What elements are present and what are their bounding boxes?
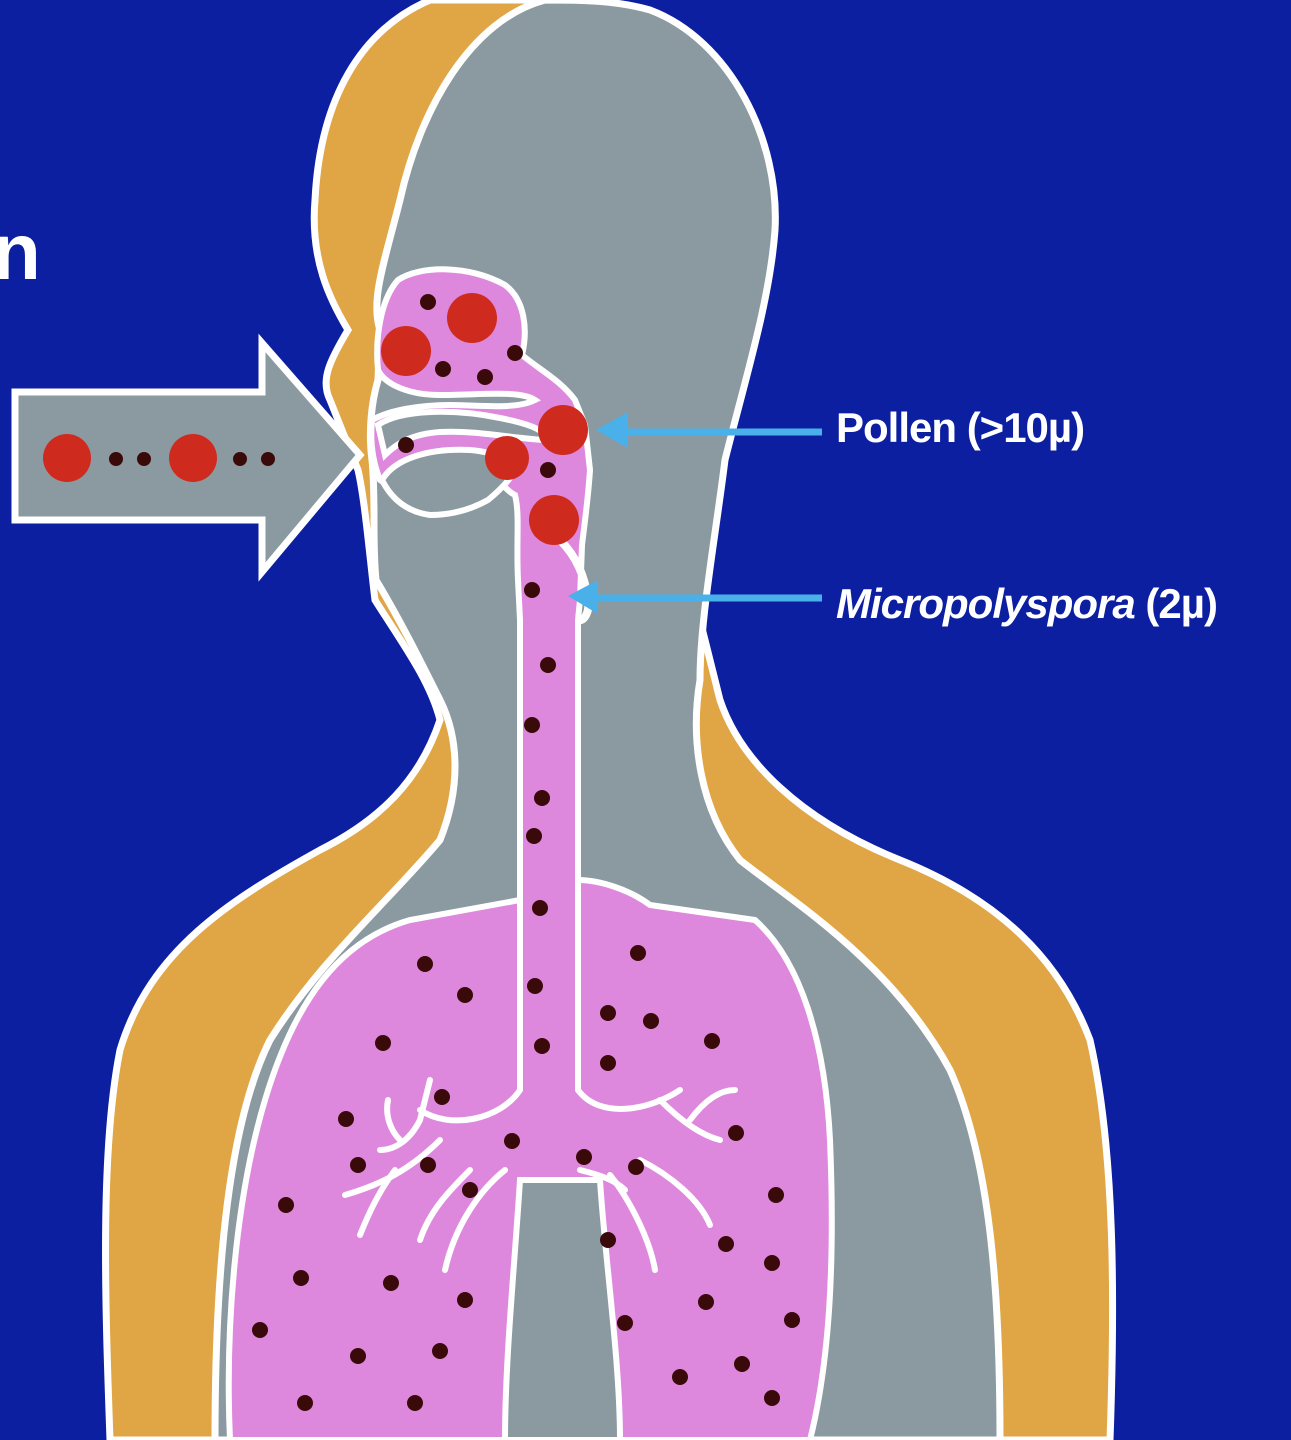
pollen-particle xyxy=(529,495,579,545)
micropolyspora-name: Micropolyspora xyxy=(836,580,1135,627)
pollen-particle xyxy=(169,434,217,482)
cropped-title-letter: n xyxy=(0,206,40,298)
micropolyspora-label: Micropolyspora (2µ) xyxy=(836,580,1217,628)
mediastinum xyxy=(505,1180,620,1440)
pollen-particle xyxy=(447,293,497,343)
pollen-particle xyxy=(538,405,588,455)
pollen-particle xyxy=(43,434,91,482)
pollen-particle xyxy=(485,436,529,480)
pollen-label: Pollen (>10µ) xyxy=(836,404,1084,452)
pollen-particle xyxy=(381,326,431,376)
micropolyspora-size: (2µ) xyxy=(1145,580,1217,627)
